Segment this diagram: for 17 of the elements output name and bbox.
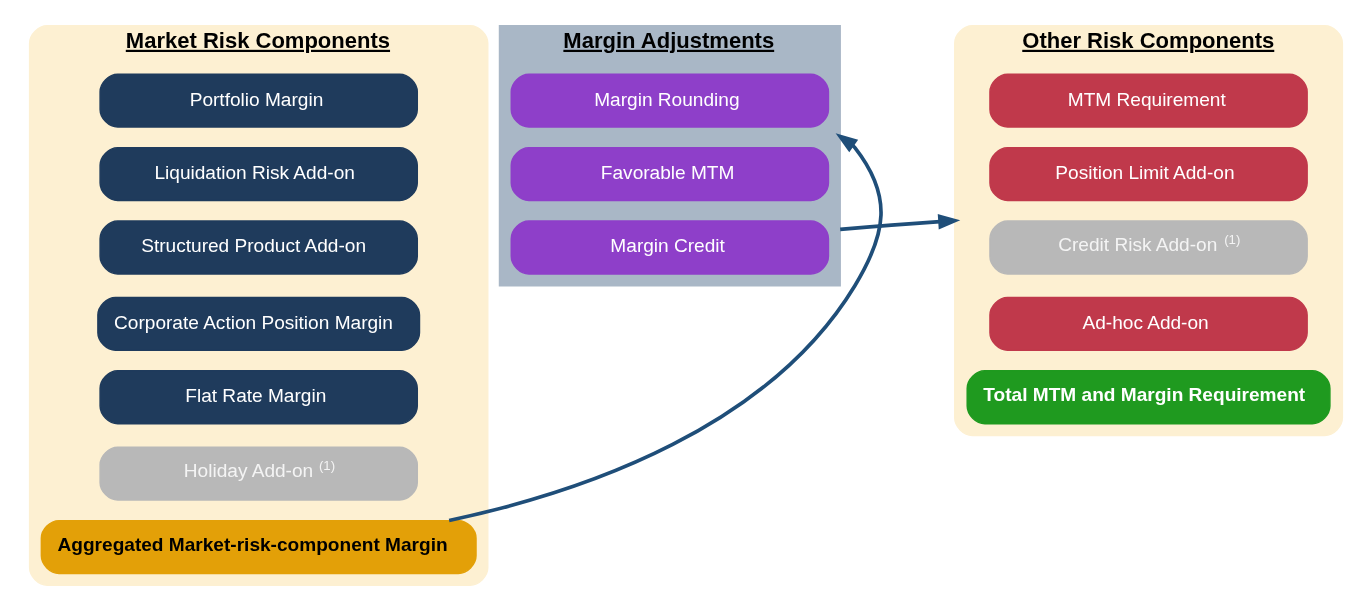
node-box: Margin Credit (510, 220, 830, 275)
node-box: MTM Requirement (989, 73, 1308, 128)
node-box: Credit Risk Add-on$^{(1)}$ (989, 220, 1308, 275)
node-box: Structured Product Add-on (99, 220, 418, 275)
node-box: Corporate Action Position Margin (97, 296, 421, 352)
node-box: Holiday Add-on$^{(1)}$ (99, 446, 418, 501)
arrow (840, 213, 961, 232)
node-box: Total MTM and Margin Requirement (966, 370, 1331, 425)
arrow (448, 133, 883, 523)
node-box: Aggregated Market-risk-component Margin (40, 519, 477, 575)
node-box: Portfolio Margin (99, 73, 418, 128)
node-box: Liquidation Risk Add-on (99, 146, 418, 202)
node-box: Position Limit Add-on (989, 146, 1308, 202)
node-box: Margin Rounding (510, 73, 830, 128)
node-box: Favorable MTM (510, 146, 830, 202)
node-box: Flat Rate Margin (99, 370, 418, 425)
node-box: Ad-hoc Add-on (989, 296, 1308, 352)
